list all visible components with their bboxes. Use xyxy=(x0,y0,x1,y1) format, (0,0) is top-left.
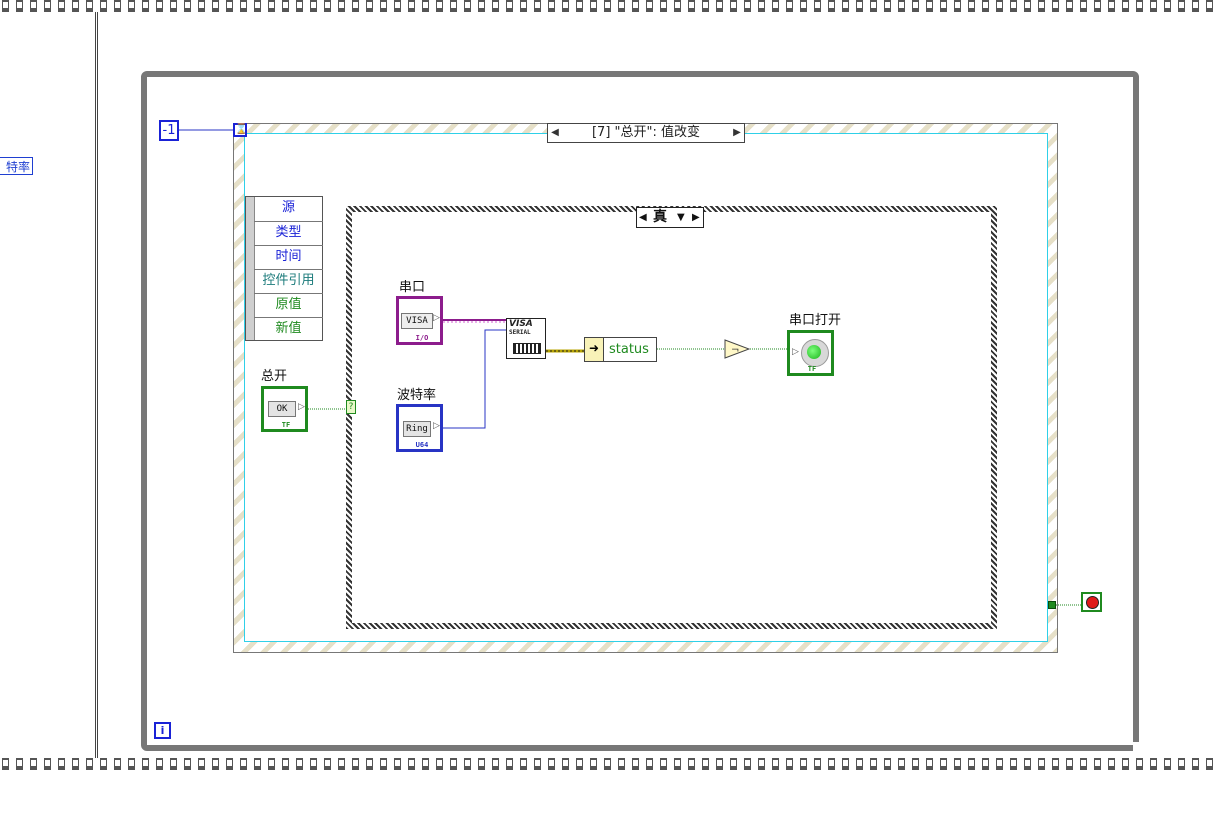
previous-event-arrow-icon[interactable]: ◀ xyxy=(551,127,559,138)
event-data-time[interactable]: 时间 xyxy=(254,245,323,269)
iteration-terminal[interactable]: i xyxy=(154,722,171,739)
visa-node-subtitle: SERIAL xyxy=(509,329,531,336)
input-arrow-icon: ▷ xyxy=(792,347,799,357)
case-dropdown-icon[interactable]: ▼ xyxy=(677,212,685,223)
visa-resource-icon: VISA xyxy=(401,313,433,329)
event-data-node-handle xyxy=(246,197,255,340)
case-selector[interactable]: ◀ 真 ▼ ▶ xyxy=(636,207,704,228)
sequence-frame-bottom-border xyxy=(0,758,1213,770)
timeout-constant[interactable]: -1 xyxy=(159,120,179,141)
timeout-hourglass-icon[interactable]: ⌛ xyxy=(233,123,248,137)
serial-port-label: 串口 xyxy=(399,280,426,295)
port-open-label: 串口打开 xyxy=(789,313,842,328)
event-data-source[interactable]: 源 xyxy=(281,200,295,215)
case-selector-terminal[interactable]: ? xyxy=(346,400,356,414)
unbundle-arrow-icon: ➜ xyxy=(585,338,604,361)
led-indicator-icon xyxy=(801,339,829,367)
next-event-arrow-icon[interactable]: ▶ xyxy=(733,127,741,138)
event-data-new-value[interactable]: 新值 xyxy=(254,317,323,341)
event-data-old-value[interactable]: 原值 xyxy=(254,293,323,317)
serial-port-icon xyxy=(513,343,541,354)
unbundle-status-field: status xyxy=(609,342,649,357)
sequence-frame-divider xyxy=(95,12,98,758)
master-switch-terminal[interactable]: OK ▷ TF xyxy=(261,386,308,432)
event-data-type[interactable]: 类型 xyxy=(254,221,323,245)
boolean-type-tag: TF xyxy=(281,421,291,429)
case-prev-arrow-icon[interactable]: ◀ xyxy=(639,212,647,223)
baud-rate-label: 波特率 xyxy=(397,388,437,403)
baud-rate-control-label-truncated[interactable]: 特率 xyxy=(0,157,33,175)
output-arrow-icon: ▷ xyxy=(433,313,440,323)
port-open-indicator-terminal[interactable]: ▷ TF xyxy=(787,330,834,376)
serial-port-terminal[interactable]: VISA ▷ I/O xyxy=(396,296,443,345)
while-loop[interactable] xyxy=(141,71,1139,751)
boolean-type-tag: TF xyxy=(807,365,817,373)
output-arrow-icon: ▷ xyxy=(298,402,305,412)
io-type-tag: I/O xyxy=(415,334,429,342)
event-data-node[interactable]: 源 类型 时间 控件引用 原值 新值 xyxy=(245,196,323,341)
visa-configure-serial-port-node[interactable]: VISA SERIAL xyxy=(506,318,546,359)
baud-rate-terminal[interactable]: Ring ▷ U64 xyxy=(396,404,443,452)
event-data-control-ref[interactable]: 控件引用 xyxy=(254,269,323,293)
event-selector[interactable]: ◀ [7] "总开": 值改变 ▶ xyxy=(547,123,745,143)
while-loop-corner-gap xyxy=(1133,742,1141,754)
u64-type-tag: U64 xyxy=(415,441,429,449)
case-next-arrow-icon[interactable]: ▶ xyxy=(692,212,700,223)
sequence-frame-top-border xyxy=(0,0,1213,12)
led-light-icon xyxy=(807,345,821,359)
master-switch-label: 总开 xyxy=(261,369,288,384)
ok-button-icon: OK xyxy=(268,401,296,417)
unbundle-status-node[interactable]: ➜ status xyxy=(584,337,657,362)
case-selector-value: 真 xyxy=(653,209,667,225)
event-selector-label: [7] "总开": 值改变 xyxy=(591,125,701,140)
shift-register-tunnel[interactable] xyxy=(1048,601,1056,609)
ring-control-icon: Ring xyxy=(403,421,431,437)
not-gate-icon[interactable]: ¬ xyxy=(724,338,750,360)
stop-icon xyxy=(1086,596,1099,609)
case-structure[interactable] xyxy=(346,206,997,629)
output-arrow-icon: ▷ xyxy=(433,421,440,431)
visa-node-title: VISA xyxy=(509,319,533,329)
svg-text:¬: ¬ xyxy=(731,345,739,356)
stop-condition-terminal[interactable] xyxy=(1081,592,1102,612)
